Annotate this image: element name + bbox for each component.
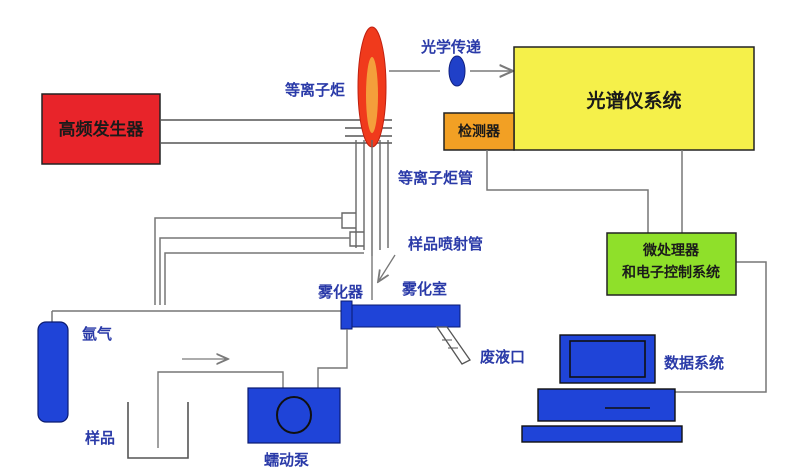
rf-generator-label: 高频发生器 (58, 120, 144, 140)
signal-wires (486, 150, 767, 393)
microprocessor-box (606, 232, 737, 296)
microprocessor-label-line2: 和电子控制系统 (622, 265, 720, 281)
waste-outlet-icon (435, 326, 471, 365)
argon-label: 氩气 (82, 325, 113, 343)
peristaltic-pump-label: 蠕动泵 (264, 451, 310, 469)
argon-gas-lines (51, 217, 364, 322)
rf-generator-box (41, 93, 161, 165)
spray-chamber-icon (351, 304, 461, 328)
optical-transfer-label: 光学传递 (421, 38, 482, 56)
sample-uptake-tubing (157, 329, 348, 448)
argon-cylinder-icon (37, 321, 69, 423)
spectrometer-label: 光谱仪系统 (586, 90, 682, 112)
torch-tube-lines (341, 140, 389, 256)
pump-rotor-icon (276, 396, 312, 434)
spectrometer-box (513, 46, 755, 151)
nebulizer-icon (340, 300, 353, 330)
detector-label: 检测器 (458, 124, 500, 140)
injection-pointer-arrow (378, 254, 396, 282)
sample-label: 样品 (85, 429, 116, 447)
plasma-flame (357, 26, 387, 148)
microprocessor-label-line1: 微处理器 (643, 243, 699, 259)
detector-box (443, 112, 515, 151)
computer-icon (521, 334, 683, 443)
rf-leads (160, 119, 392, 144)
plasma-torch-label: 等离子炬 (285, 81, 346, 99)
nebulizer-label: 雾化器 (318, 283, 364, 301)
waste-outlet-label: 废液口 (480, 348, 526, 366)
lens-icon (448, 55, 466, 87)
sample-injection-tube-label: 样品喷射管 (408, 235, 484, 253)
spray-chamber-label: 雾化室 (402, 280, 448, 298)
torch-tube-label: 等离子炬管 (398, 169, 474, 187)
data-system-label: 数据系统 (664, 354, 725, 372)
sample-beaker-icon (127, 402, 189, 459)
